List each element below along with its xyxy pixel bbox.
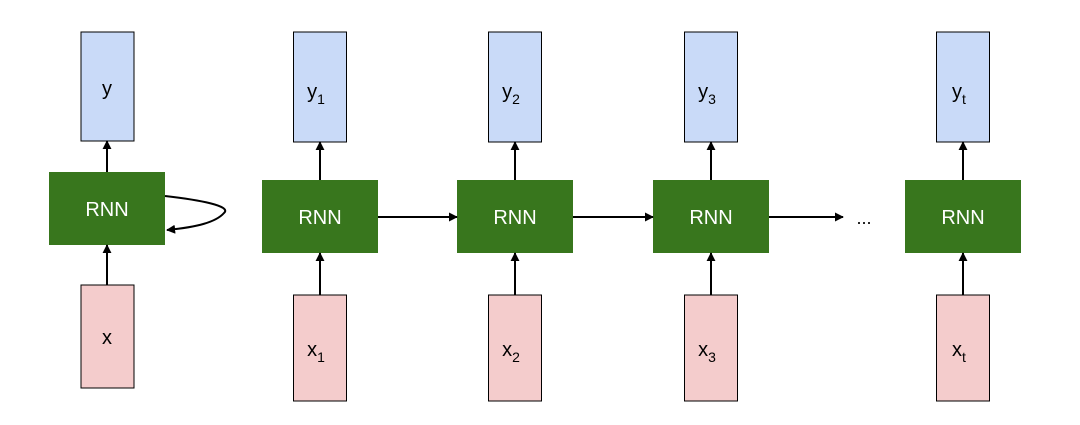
output-box-3 xyxy=(684,31,738,143)
output-subscript-3: 3 xyxy=(708,91,716,107)
folded-rnn-cell xyxy=(49,172,165,245)
input-box-3 xyxy=(684,294,738,402)
input-subscript-2: 2 xyxy=(512,349,520,365)
input-subscript-3: 3 xyxy=(708,349,716,365)
output-subscript-4: t xyxy=(962,91,966,107)
folded-rnn-label: RNN xyxy=(85,199,128,221)
input-box-2 xyxy=(488,294,542,402)
output-box-1 xyxy=(293,31,347,143)
rnn-cell-3 xyxy=(653,180,769,253)
input-box-4 xyxy=(936,294,990,402)
rnn-cell-1 xyxy=(262,180,378,253)
input-subscript-1: 1 xyxy=(317,349,325,365)
folded-input-label: x xyxy=(102,327,112,349)
output-subscript-2: 2 xyxy=(512,91,520,107)
rnn-label-3: RNN xyxy=(689,207,732,229)
rnn-cell-2 xyxy=(457,180,573,253)
rnn-label-2: RNN xyxy=(493,207,536,229)
rnn-cell-4 xyxy=(905,180,1021,253)
folded-output-label: y xyxy=(102,78,112,100)
recurrent-loop-arrow xyxy=(164,195,227,234)
folded-rnn: y RNN x xyxy=(49,31,227,389)
input-box-1 xyxy=(293,294,347,402)
rnn-label-4: RNN xyxy=(941,207,984,229)
rnn-label-1: RNN xyxy=(298,207,341,229)
output-box-2 xyxy=(488,31,542,143)
folded-output-box xyxy=(80,31,135,142)
input-subscript-4: t xyxy=(962,349,966,365)
ellipsis-label: ... xyxy=(856,208,871,228)
output-subscript-1: 1 xyxy=(317,91,325,107)
output-box-4 xyxy=(936,31,990,143)
